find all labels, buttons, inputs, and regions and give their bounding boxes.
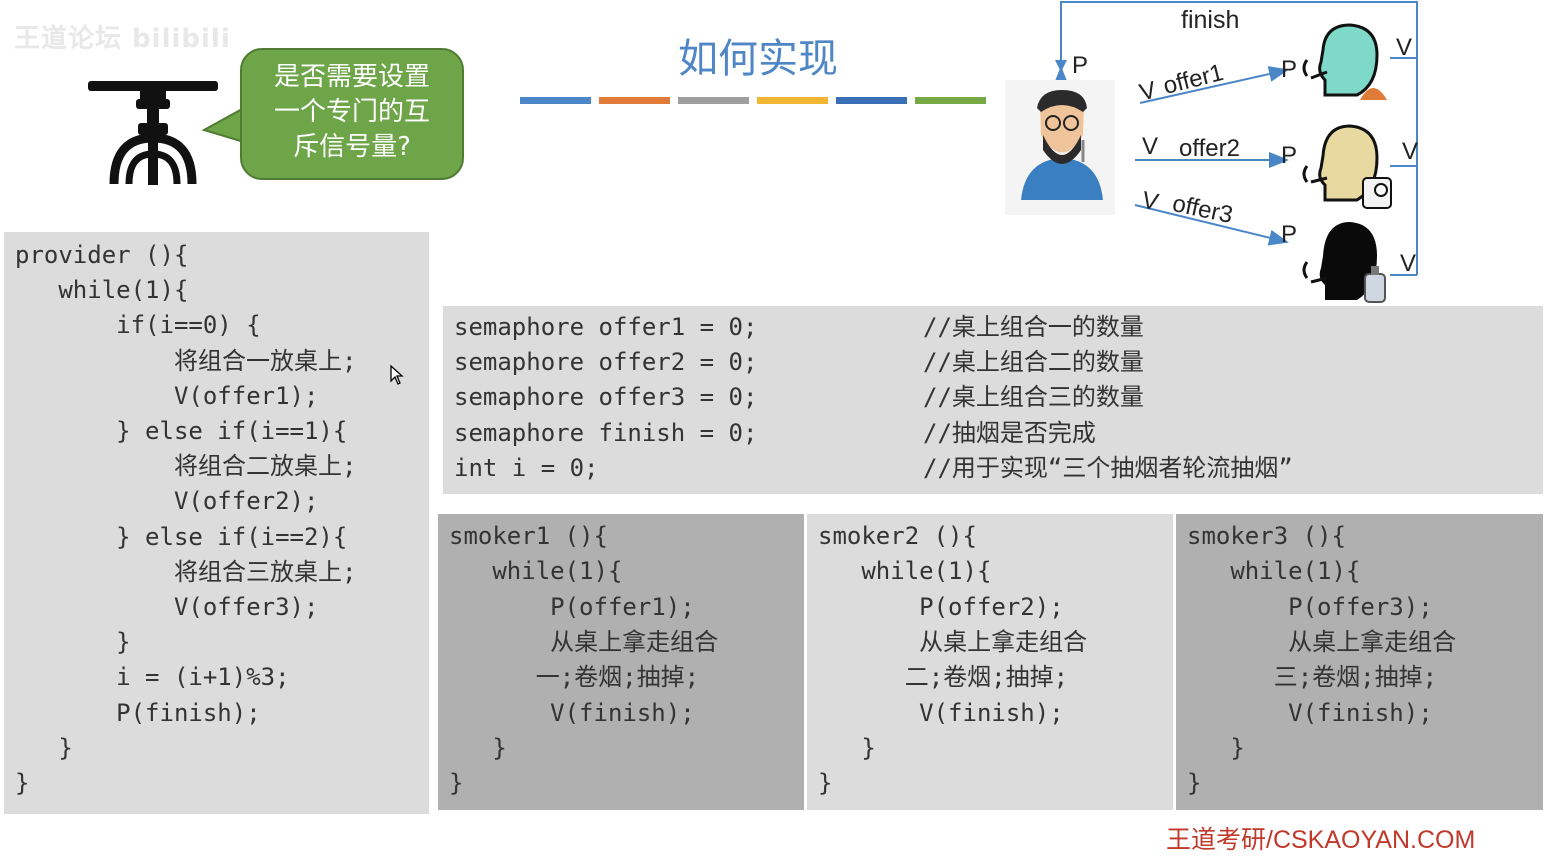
code-line: smoker3 (){	[1187, 522, 1346, 550]
code-line: V(finish);	[1187, 698, 1433, 727]
provider-person-icon	[1005, 80, 1115, 215]
code-line: if(i==0) {	[15, 311, 261, 340]
page-title: 如何实现	[678, 36, 838, 82]
code-line: }	[449, 769, 464, 798]
footer-brand: 王道考研/CSKAOYAN.COM	[1166, 826, 1476, 854]
code-line: P(finish);	[15, 698, 261, 727]
p-label: P	[1072, 52, 1089, 79]
smoker2-code-panel: smoker2 (){ while(1){ P(offer2); 从桌上拿走组合…	[807, 514, 1173, 810]
mouse-cursor-icon	[390, 365, 404, 385]
edge-offer-label: offer2	[1179, 135, 1240, 162]
title-color-bar	[915, 97, 986, 104]
smoker3-face-icon	[1302, 222, 1386, 303]
code-line: }	[1187, 769, 1202, 798]
code-line: }	[818, 769, 833, 798]
edge-back-v-label: V	[1400, 250, 1417, 277]
semaphore-decl: semaphore offer2 = 0;	[454, 348, 758, 377]
code-line: }	[818, 733, 876, 762]
provider-code-panel: provider (){ while(1){ if(i==0) { 将组合一放桌…	[4, 232, 429, 814]
semaphore-comment: //抽烟是否完成	[923, 418, 1096, 447]
bubble-line: 是否需要设置	[273, 62, 430, 92]
watermark: 王道论坛 bilibili	[14, 24, 231, 54]
bubble-line: 一个专门的互	[273, 97, 430, 127]
title-color-bar	[757, 97, 828, 104]
semaphore-comment: //桌上组合三的数量	[923, 383, 1144, 412]
edge-p-label: P	[1281, 142, 1298, 169]
code-line: V(finish);	[818, 698, 1064, 727]
code-line: }	[449, 733, 507, 762]
smoker2-face-icon	[1302, 124, 1392, 209]
speech-bubble: 是否需要设置 一个专门的互 斥信号量?	[240, 48, 464, 180]
code-line: P(offer2);	[818, 592, 1064, 621]
code-line: i = (i+1)%3;	[15, 663, 290, 692]
code-line: }	[15, 628, 131, 657]
edge-p-label: P	[1281, 56, 1298, 83]
semaphore-comment: //用于实现“三个抽烟者轮流抽烟”	[923, 453, 1293, 482]
edge-back-v-label: V	[1402, 138, 1419, 165]
title-color-bar	[599, 97, 670, 104]
code-line: }	[15, 733, 73, 762]
code-line: while(1){	[15, 276, 189, 305]
code-line: P(offer1);	[449, 592, 695, 621]
code-line: smoker1 (){	[449, 522, 608, 550]
semaphore-comment: //桌上组合一的数量	[923, 313, 1144, 341]
smoker1-face-icon	[1302, 23, 1387, 100]
semaphore-decl: semaphore offer3 = 0;	[454, 383, 758, 412]
bubble-line: 斥信号量?	[293, 132, 411, 162]
semaphore-decl: semaphore finish = 0;	[454, 418, 758, 447]
semaphore-decl: semaphore offer1 = 0;	[454, 313, 758, 341]
title-color-bar	[520, 97, 591, 104]
code-line: 从桌上拿走组合	[1187, 627, 1457, 656]
code-line: smoker2 (){	[818, 522, 977, 550]
semaphore-decl: int i = 0;	[454, 453, 599, 482]
title-color-bar	[836, 97, 907, 104]
title-color-bar	[678, 97, 749, 104]
code-line: }	[1187, 733, 1245, 762]
code-line: 一;卷烟;抽掉;	[449, 663, 700, 692]
finish-label: finish	[1181, 6, 1240, 34]
code-line: 三;卷烟;抽掉;	[1187, 663, 1438, 692]
code-line: while(1){	[818, 557, 992, 586]
code-line: V(offer3);	[15, 593, 319, 621]
smokers-diagram	[1005, 1, 1418, 303]
code-line: 将组合二放桌上;	[15, 452, 357, 481]
code-line: V(offer1);	[15, 381, 319, 410]
code-line: 将组合三放桌上;	[15, 557, 357, 586]
smoker1-code-panel: smoker1 (){ while(1){ P(offer1); 从桌上拿走组合…	[438, 514, 804, 810]
semaphore-panel: semaphore offer1 = 0; //桌上组合一的数量 semaphore…	[443, 306, 1543, 494]
code-line: 二;卷烟;抽掉;	[818, 663, 1069, 692]
edge-p-label: P	[1281, 221, 1298, 248]
code-line: V(offer2);	[15, 487, 319, 516]
table-icon	[88, 81, 218, 185]
code-line: while(1){	[449, 557, 623, 586]
code-line: } else if(i==1){	[15, 417, 348, 445]
code-line: 从桌上拿走组合	[449, 627, 719, 656]
code-line: while(1){	[1187, 557, 1361, 586]
semaphore-comment: //桌上组合二的数量	[923, 348, 1144, 377]
code-line: 从桌上拿走组合	[818, 627, 1088, 656]
edge-back-v-label: V	[1396, 34, 1413, 61]
code-line: provider (){	[15, 241, 189, 269]
edge-v-label: V	[1142, 133, 1159, 160]
code-line: P(offer3);	[1187, 592, 1433, 621]
smoker3-code-panel: smoker3 (){ while(1){ P(offer3); 从桌上拿走组合…	[1176, 514, 1543, 810]
code-line: V(finish);	[449, 698, 695, 727]
code-line: }	[15, 769, 30, 797]
code-line: 将组合一放桌上;	[15, 346, 357, 375]
code-line: } else if(i==2){	[15, 522, 348, 551]
